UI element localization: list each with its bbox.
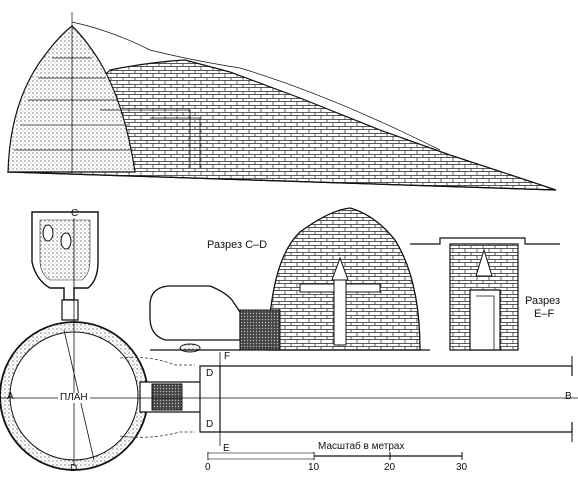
dromos [220,365,573,433]
section-ef-top [410,237,560,245]
section-cd-stone [179,343,201,353]
section-ef-lintel-arrow [475,248,493,277]
connecting-shaft [61,299,79,321]
point-a-label: A [7,391,14,402]
section-ef-label-line2: E–F [534,308,555,320]
point-d-bottom-label: D [70,463,78,474]
scale-tick-20: 20 [384,462,396,473]
scale-tick-30: 30 [456,462,468,473]
scale-tick-10: 10 [308,462,320,473]
point-d-upper-label: D [206,368,214,379]
point-c-label: C [71,208,79,219]
section-cd-platform [239,309,281,351]
section-cd-chamber [149,285,241,341]
section-ef-label-line1: Разрез [525,295,561,307]
section-ef-inner-door [476,295,495,350]
section-ef-drawing [410,237,560,351]
passage-dashed-outline [119,356,195,438]
section-cd-label: Разрез C–D [207,239,268,251]
scale-tick-0: 0 [205,462,211,473]
upper-chamber-niche-left [42,224,54,242]
ramp-outline [100,109,201,168]
pyramid-courses [14,57,133,151]
section-cd-arrow [331,256,349,346]
scale-title: Масштаб в метрах [318,441,405,452]
pyramid-elevation [6,12,557,191]
plan-label: ПЛАН [58,392,90,403]
upper-chamber-niche-right [60,232,72,250]
scale-bar [207,452,463,460]
rubble-ramp [6,59,557,191]
point-f-label: F [224,351,231,362]
passage-blocking [151,383,183,411]
point-b-label: B [565,391,572,402]
section-ef-doorway [469,289,501,351]
point-e-label: E [223,443,230,454]
ground-line [7,171,557,191]
pyramid-axis [71,12,441,175]
section-cd-drawing [149,207,430,353]
scale-segment [207,452,315,460]
plan-view [0,211,578,471]
point-d-lower-label: D [206,419,214,430]
